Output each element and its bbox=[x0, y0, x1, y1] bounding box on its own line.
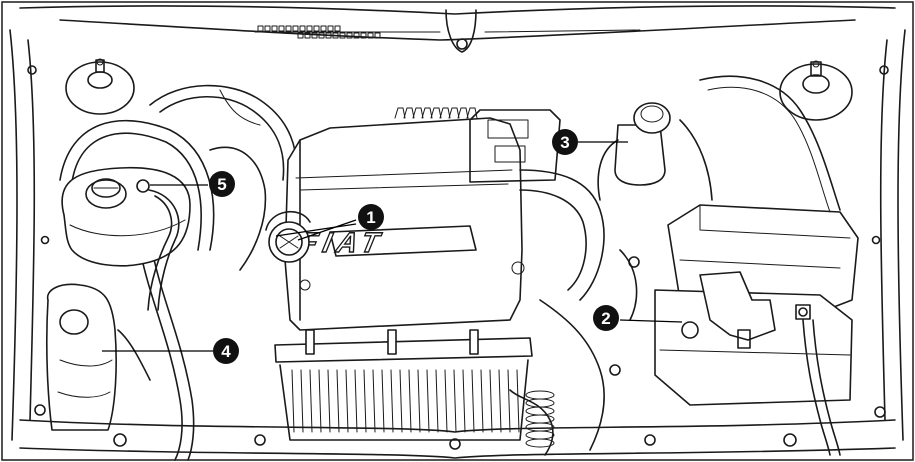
callout-4-label: 4 bbox=[221, 342, 231, 361]
vent-slot bbox=[360, 32, 367, 39]
intake-rib bbox=[408, 369, 412, 433]
injector bbox=[469, 329, 479, 355]
callout-3-label: 3 bbox=[560, 133, 569, 152]
intake-rib bbox=[300, 369, 304, 433]
engine-cover: FIAT bbox=[274, 107, 533, 441]
intake-rib bbox=[363, 369, 367, 433]
battery bbox=[654, 271, 853, 456]
cowl-vent-grid bbox=[257, 25, 381, 39]
callout-2-label: 2 bbox=[601, 309, 610, 328]
callout-5-label: 5 bbox=[217, 175, 226, 194]
intake-rib bbox=[318, 369, 322, 433]
vent-slot bbox=[374, 32, 381, 39]
vent-slot bbox=[278, 25, 285, 32]
vent-slot bbox=[318, 32, 325, 39]
vent-slot bbox=[346, 32, 353, 39]
vent-slot bbox=[297, 32, 304, 39]
intake-rib bbox=[498, 369, 502, 433]
cover-rib bbox=[412, 107, 424, 119]
intake-rib bbox=[489, 369, 493, 433]
vent-slot bbox=[339, 32, 346, 39]
intake-rib bbox=[426, 369, 430, 433]
washer-fluid-reservoir bbox=[597, 102, 671, 201]
wiring-right bbox=[609, 75, 841, 376]
hoses-left bbox=[59, 84, 297, 461]
intake-rib bbox=[327, 369, 331, 433]
intake-rib bbox=[462, 369, 466, 433]
callout-1-badge bbox=[358, 204, 384, 230]
vent-slot bbox=[285, 25, 292, 32]
intake-rib bbox=[399, 369, 403, 433]
vent-slot bbox=[332, 32, 339, 39]
injector bbox=[305, 329, 315, 355]
intake-rib bbox=[336, 369, 340, 433]
intake-rib bbox=[435, 369, 439, 433]
front-crossmember bbox=[19, 419, 896, 459]
cover-rib bbox=[421, 107, 433, 119]
callout-3: 3 bbox=[552, 129, 628, 155]
callout-3-badge bbox=[552, 129, 578, 155]
intake-rib bbox=[453, 369, 457, 433]
vent-slot bbox=[271, 25, 278, 32]
intake-rib bbox=[471, 369, 475, 433]
intake-ducting bbox=[469, 109, 605, 456]
vent-slot bbox=[313, 25, 320, 32]
vent-slot bbox=[299, 25, 306, 32]
bellows-ring bbox=[525, 438, 555, 448]
vent-slot bbox=[304, 32, 311, 39]
callout-2: 2 bbox=[593, 305, 683, 331]
right-fender bbox=[871, 29, 906, 441]
callout-5: 5 bbox=[150, 171, 235, 197]
left-strut-dome bbox=[65, 58, 135, 115]
vent-slot bbox=[353, 32, 360, 39]
cover-rib bbox=[394, 107, 406, 119]
vent-slot bbox=[320, 25, 327, 32]
intake-rib bbox=[480, 369, 484, 433]
vent-slot bbox=[327, 25, 334, 32]
callout-1-label: 1 bbox=[366, 208, 375, 227]
intake-rib bbox=[372, 369, 376, 433]
callout-1: 1 bbox=[275, 204, 384, 241]
cover-rib bbox=[403, 107, 415, 119]
callout-5-badge bbox=[209, 171, 235, 197]
cover-rib bbox=[430, 107, 442, 119]
fiat-logo-text: FIAT bbox=[297, 226, 388, 258]
vent-slot bbox=[306, 25, 313, 32]
bonnet-outline bbox=[19, 5, 896, 53]
intake-rib bbox=[444, 369, 448, 433]
cover-rib bbox=[448, 107, 460, 119]
intake-rib bbox=[507, 369, 511, 433]
callout-2-badge bbox=[593, 305, 619, 331]
cover-rib bbox=[457, 107, 469, 119]
callout-4-badge bbox=[213, 338, 239, 364]
vent-slot bbox=[325, 32, 332, 39]
vent-slot bbox=[292, 25, 299, 32]
intake-rib bbox=[390, 369, 394, 433]
left-fender bbox=[9, 29, 50, 441]
intake-rib bbox=[345, 369, 349, 433]
cover-rib bbox=[439, 107, 451, 119]
intake-rib bbox=[381, 369, 385, 433]
vent-slot bbox=[311, 32, 318, 39]
callout-4: 4 bbox=[102, 338, 239, 364]
intake-rib bbox=[417, 369, 421, 433]
coolant-expansion-tank bbox=[61, 166, 191, 311]
intake-rib bbox=[291, 369, 295, 433]
intake-rib bbox=[354, 369, 358, 433]
vent-slot bbox=[334, 25, 341, 32]
vent-slot bbox=[264, 25, 271, 32]
injector bbox=[387, 329, 397, 355]
right-strut-dome bbox=[779, 60, 853, 121]
intake-rib bbox=[516, 369, 520, 433]
vent-slot bbox=[367, 32, 374, 39]
vent-slot bbox=[257, 25, 264, 32]
intake-rib bbox=[309, 369, 313, 433]
